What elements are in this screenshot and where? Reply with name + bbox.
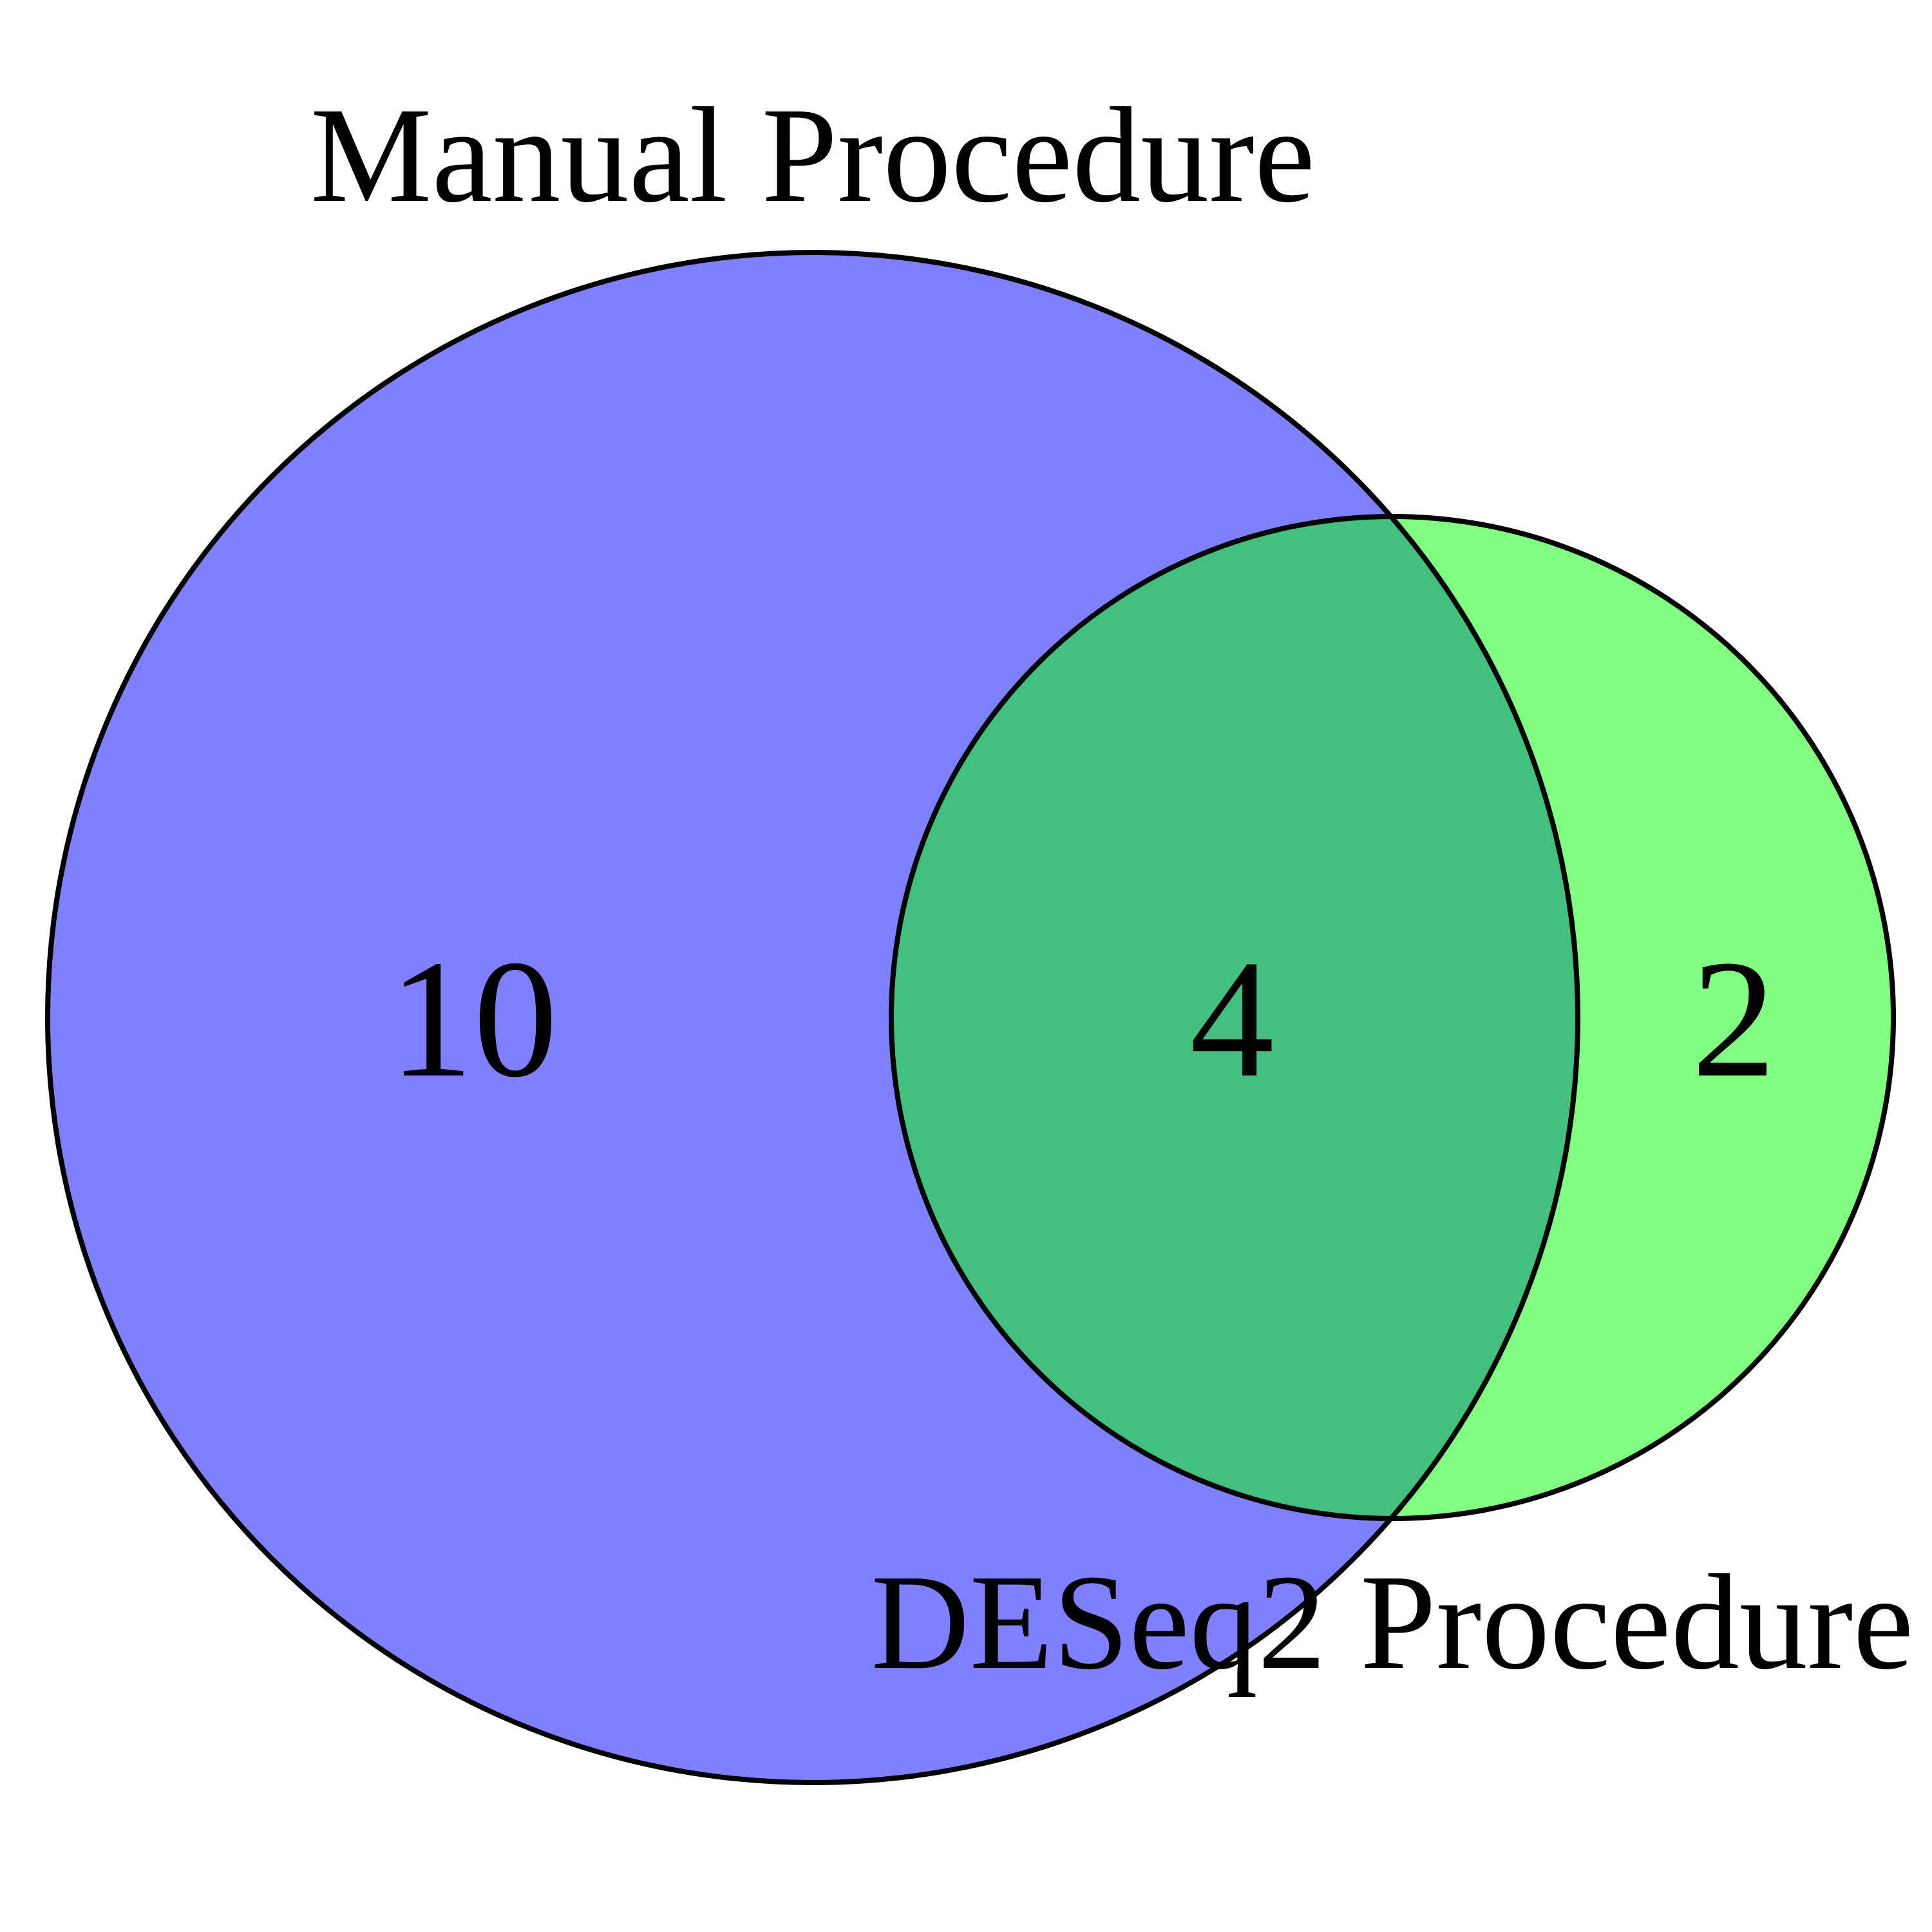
- deseq2-procedure-outline: [889, 514, 1896, 1521]
- deseq2-procedure-label: DESeq2 Procedure: [871, 1546, 1914, 1698]
- manual-procedure-outline: [45, 250, 1580, 1785]
- manual-only-count: 10: [389, 925, 558, 1112]
- overlap-region: [891, 516, 1578, 1519]
- deseq2-only-count: 2: [1692, 925, 1776, 1112]
- manual-procedure-label: Manual Procedure: [310, 79, 1315, 231]
- overlap-count: 4: [1190, 925, 1274, 1112]
